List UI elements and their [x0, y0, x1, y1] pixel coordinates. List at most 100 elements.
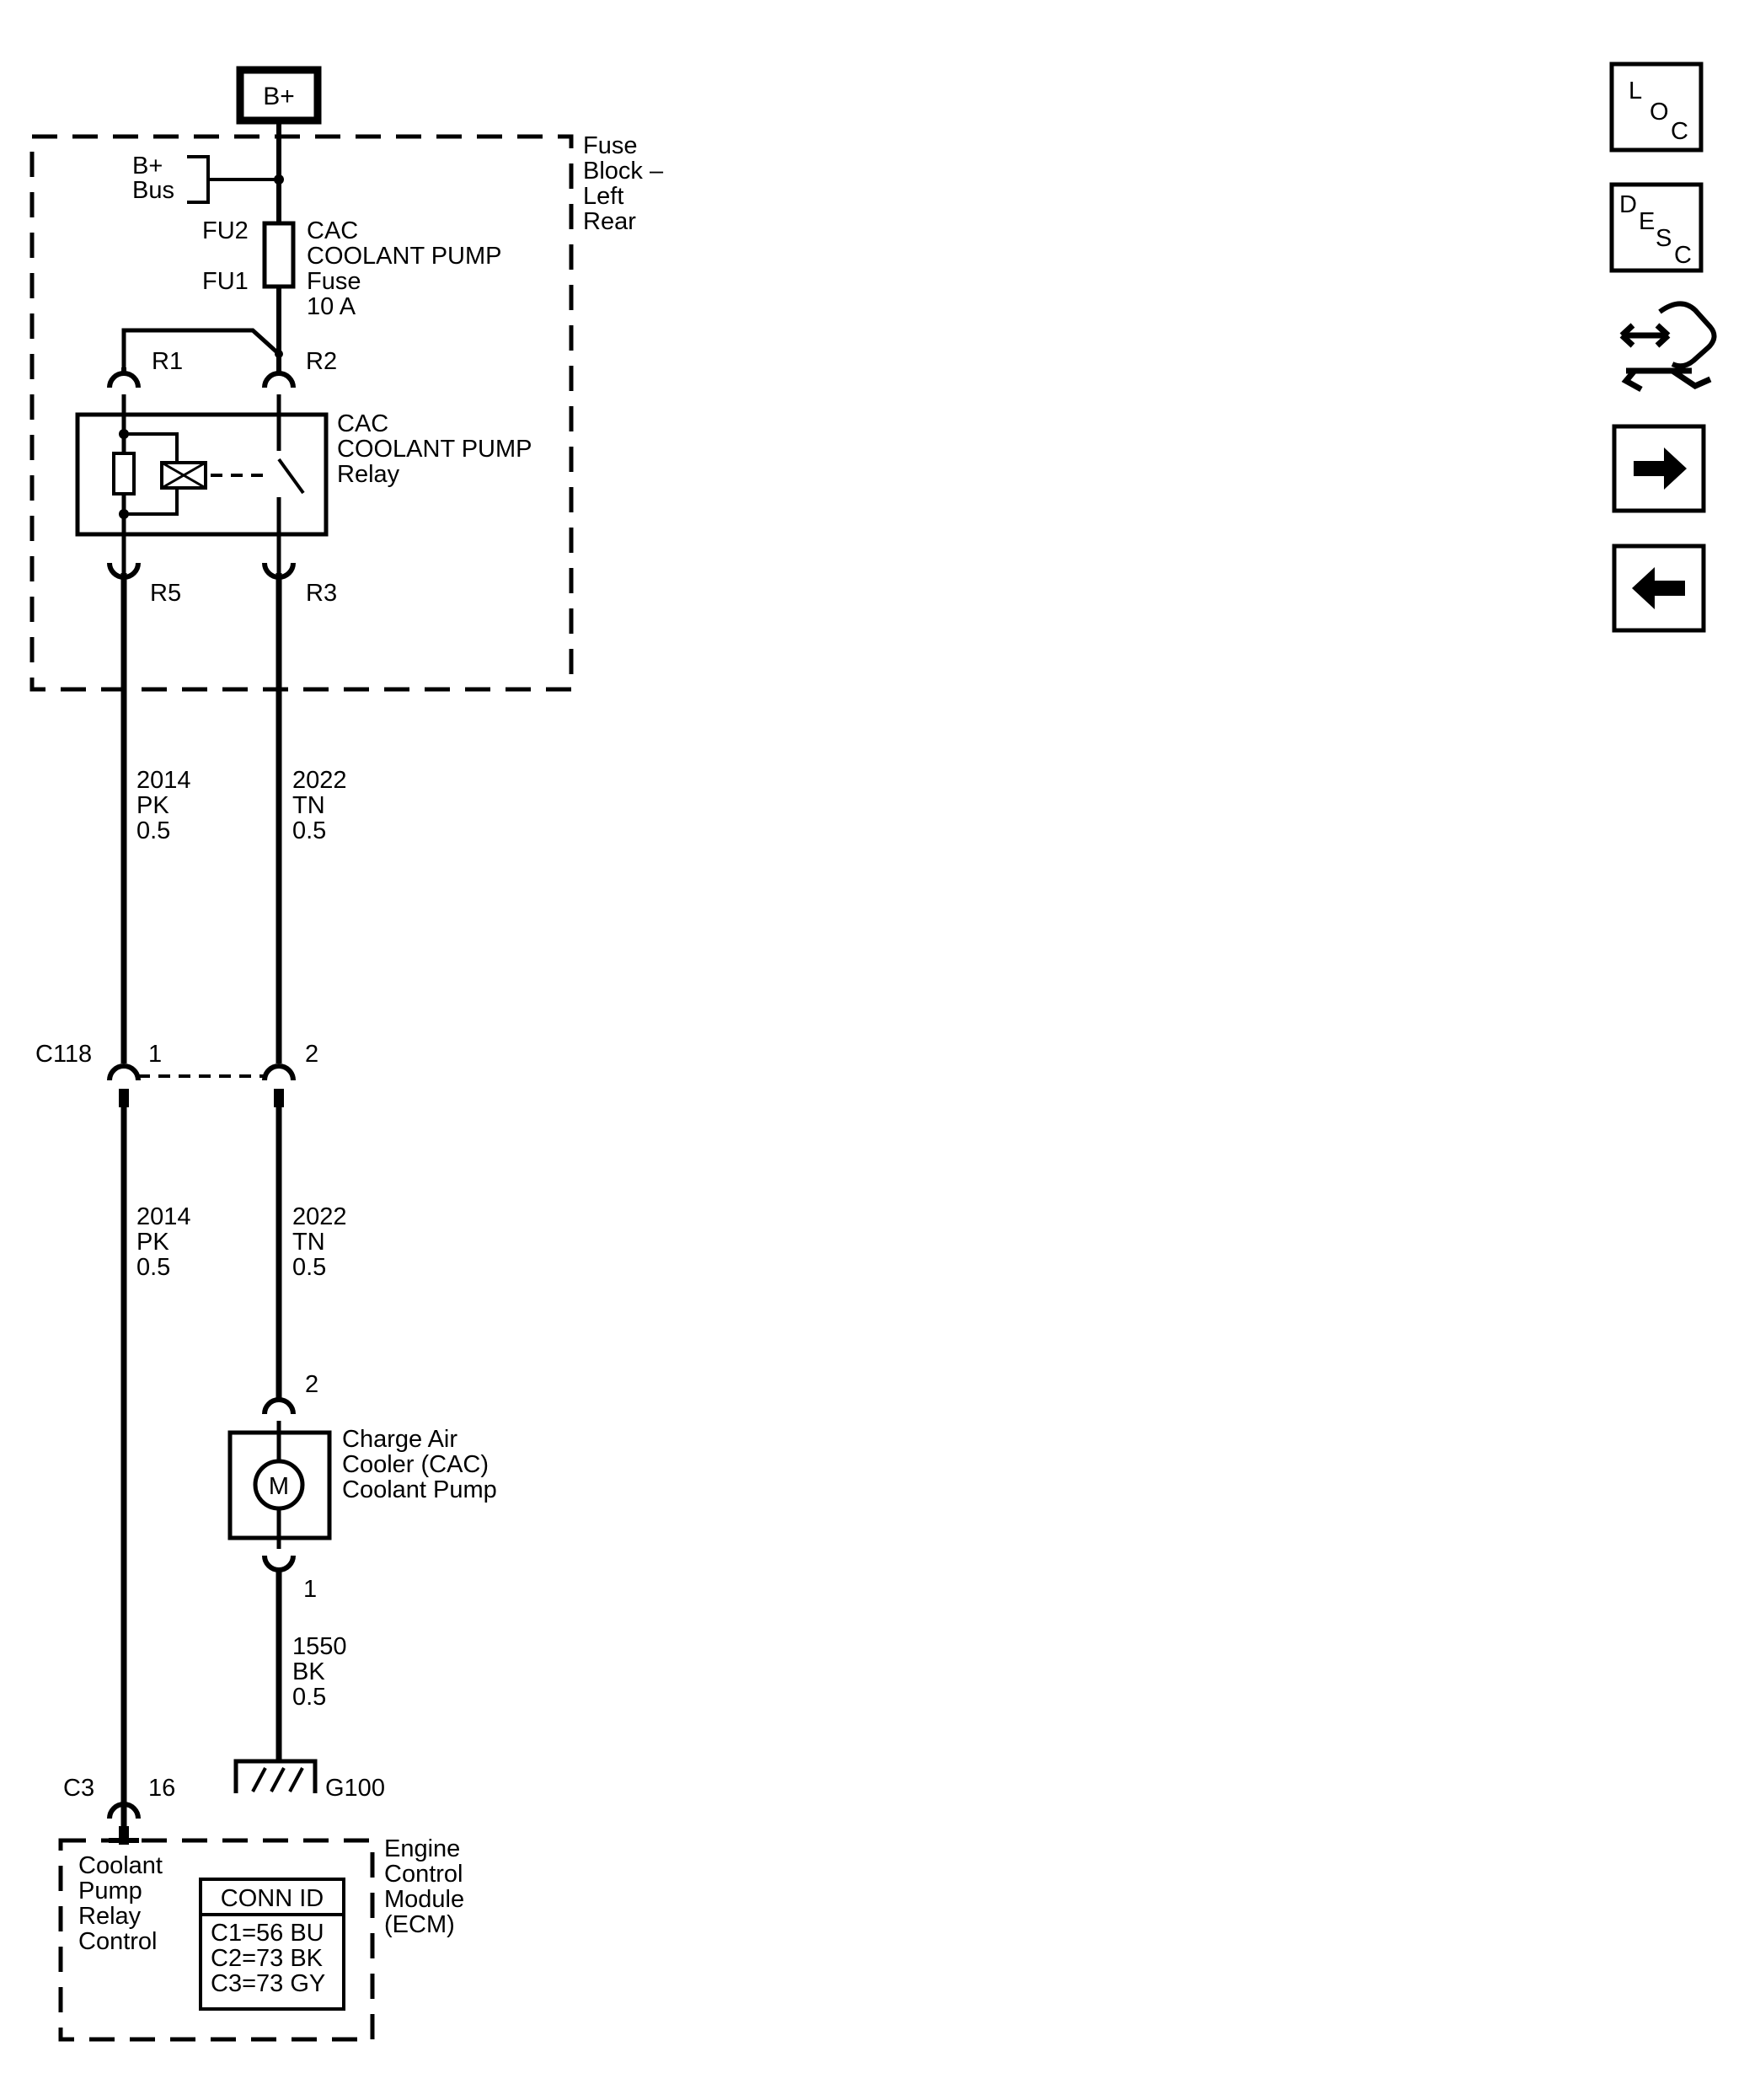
c118-pin1-terminal: [107, 1063, 141, 1081]
svg-text:Left: Left: [583, 183, 623, 210]
svg-text:PK: PK: [136, 1229, 169, 1256]
fuse-block-outline: [29, 134, 574, 692]
ecm-function-label: Coolant Pump Relay Control: [78, 1852, 163, 1955]
ecm-outline: [58, 1838, 375, 2042]
svg-text:0.5: 0.5: [292, 817, 326, 844]
fuse-label: CAC COOLANT PUMP Fuse 10 A: [307, 217, 502, 320]
svg-text:Coolant: Coolant: [78, 1852, 163, 1879]
svg-text:Block –: Block –: [583, 158, 664, 185]
svg-text:Rear: Rear: [583, 208, 636, 235]
svg-text:1550: 1550: [292, 1633, 347, 1660]
svg-text:Pump: Pump: [78, 1878, 142, 1904]
ecm-pin-label: 16: [148, 1775, 175, 1802]
svg-text:2014: 2014: [136, 1203, 191, 1230]
relay-pin-r1: R1: [152, 348, 183, 375]
svg-text:2022: 2022: [292, 767, 347, 794]
conn-id-row: C1=56 BU: [211, 1920, 324, 1947]
svg-text:TN: TN: [292, 792, 325, 819]
bus-label-line2: Bus: [132, 177, 174, 204]
svg-text:0.5: 0.5: [136, 817, 170, 844]
coil-resistor: [112, 452, 136, 496]
wire-label-2014-upper: 2014 PK 0.5: [136, 767, 191, 844]
conn-id-row: C2=73 BK: [211, 1945, 324, 1972]
ecm-c3-pin16-terminal: [107, 1802, 141, 1819]
relay-pin-r5: R5: [150, 580, 181, 607]
svg-text:Charge Air: Charge Air: [342, 1426, 457, 1453]
c118-pin2-terminal: [262, 1063, 296, 1081]
svg-text:Coolant Pump: Coolant Pump: [342, 1476, 497, 1503]
battery-source-label: B+: [263, 83, 295, 110]
description-letter-c: C: [1674, 242, 1692, 269]
svg-text:(ECM): (ECM): [384, 1911, 455, 1938]
svg-text:0.5: 0.5: [292, 1254, 326, 1281]
relay-pin-r3: R3: [306, 580, 337, 607]
fuse-symbol: [262, 221, 296, 289]
ecm-connector-label: C3: [63, 1775, 94, 1802]
ground-label: G100: [325, 1775, 385, 1802]
svg-text:TN: TN: [292, 1229, 325, 1256]
svg-text:COOLANT PUMP: COOLANT PUMP: [307, 243, 502, 270]
relay-label: CAC COOLANT PUMP Relay: [337, 410, 532, 488]
description-letter-e: E: [1639, 208, 1655, 235]
svg-text:2022: 2022: [292, 1203, 347, 1230]
connector-tool-icon[interactable]: [1619, 301, 1717, 393]
svg-text:Relay: Relay: [78, 1903, 142, 1930]
pump-pin1-terminal: [262, 1555, 296, 1572]
fuse-block-label: Fuse Block – Left Rear: [583, 132, 664, 235]
svg-text:Engine: Engine: [384, 1835, 460, 1862]
ground-symbol: [233, 1759, 318, 1793]
relay-box: [75, 412, 329, 537]
c118-label: C118: [35, 1041, 92, 1068]
c118-pin2-label: 2: [305, 1041, 318, 1068]
conn-id-row: C3=73 GY: [211, 1970, 325, 1997]
svg-text:PK: PK: [136, 792, 169, 819]
pump-pin2-terminal: [262, 1397, 296, 1415]
svg-text:10 A: 10 A: [307, 293, 356, 320]
arrow-right-icon[interactable]: [1612, 424, 1706, 513]
arrow-left-icon[interactable]: [1612, 544, 1706, 633]
conn-id-table: CONN ID C1=56 BU C2=73 BK C3=73 GY: [199, 1878, 345, 2011]
location-letter-o: O: [1650, 99, 1669, 126]
svg-text:COOLANT PUMP: COOLANT PUMP: [337, 436, 532, 463]
svg-text:0.5: 0.5: [292, 1684, 326, 1711]
svg-text:Module: Module: [384, 1886, 464, 1913]
svg-text:Cooler (CAC): Cooler (CAC): [342, 1451, 489, 1478]
svg-text:2014: 2014: [136, 767, 191, 794]
location-letter-c: C: [1671, 118, 1688, 145]
svg-text:Fuse: Fuse: [307, 268, 361, 295]
relay-coil-feed-wire: [121, 328, 281, 367]
ecm-name-label: Engine Control Module (ECM): [384, 1835, 464, 1938]
battery-source-box: [236, 66, 322, 125]
description-letter-d: D: [1619, 191, 1637, 218]
svg-text:BK: BK: [292, 1658, 325, 1685]
conn-id-title: CONN ID: [221, 1885, 324, 1912]
c118-pin1-label: 1: [148, 1041, 162, 1068]
bus-label-line1: B+: [132, 153, 163, 179]
bus-bracket: [187, 155, 210, 204]
pump-label: Charge Air Cooler (CAC) Coolant Pump: [342, 1426, 497, 1503]
relay-pin-r2: R2: [306, 348, 337, 375]
relay-switch-contact: [277, 458, 305, 495]
bus-splice: [274, 174, 284, 185]
wire-label-2022-upper: 2022 TN 0.5: [292, 767, 347, 844]
description-button[interactable]: D E S C: [1609, 182, 1704, 273]
svg-text:Fuse: Fuse: [583, 132, 637, 159]
pump-pin2-label: 2: [305, 1371, 318, 1398]
location-button[interactable]: L O C: [1609, 62, 1704, 153]
svg-text:Control: Control: [78, 1928, 158, 1955]
svg-text:Control: Control: [384, 1861, 463, 1888]
pump-pin1-label: 1: [303, 1576, 317, 1603]
description-letter-s: S: [1656, 225, 1672, 252]
svg-text:0.5: 0.5: [136, 1254, 170, 1281]
svg-text:CAC: CAC: [307, 217, 358, 244]
fuse-pin-fu1: FU1: [202, 268, 249, 295]
motor-label: M: [269, 1473, 289, 1500]
wire-label-1550: 1550 BK 0.5: [292, 1633, 347, 1711]
wire-label-2014-lower: 2014 PK 0.5: [136, 1203, 191, 1281]
svg-text:CAC: CAC: [337, 410, 388, 437]
svg-text:Relay: Relay: [337, 461, 400, 488]
wire-label-2022-lower: 2022 TN 0.5: [292, 1203, 347, 1281]
location-letter-l: L: [1629, 78, 1642, 104]
fuse-pin-fu2: FU2: [202, 217, 249, 244]
